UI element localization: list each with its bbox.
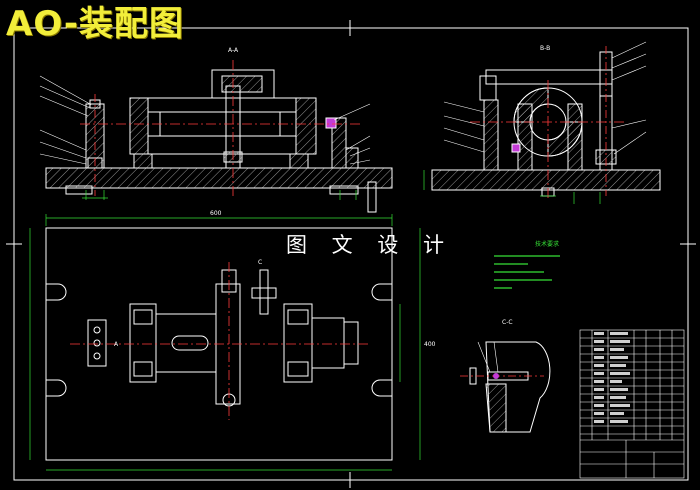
parts-list bbox=[579, 329, 685, 479]
section-b-label: B-B bbox=[540, 45, 550, 52]
view-c-label: C bbox=[258, 259, 262, 266]
technical-notes: 技术要求 bbox=[494, 240, 560, 289]
detail-view-c: C-C bbox=[460, 319, 551, 433]
drawing-title: AO-装配图 bbox=[6, 4, 184, 44]
overall-width-dimension: 600 bbox=[210, 210, 222, 217]
parts-list-entries bbox=[594, 332, 630, 423]
watermark-text: 图 文 设 计 bbox=[286, 233, 454, 257]
plan-view: 600 400 C A bbox=[29, 210, 436, 471]
section-c-label: C-C bbox=[502, 319, 513, 326]
section-view-b: B-B bbox=[423, 41, 661, 204]
section-a-label: A-A bbox=[228, 47, 239, 54]
frame-center-marks bbox=[6, 20, 696, 488]
section-view-a: A-A bbox=[39, 47, 393, 213]
section-mark-a: A bbox=[114, 341, 119, 348]
height-dimension: 400 bbox=[424, 341, 436, 348]
drawing-frame bbox=[13, 27, 689, 481]
notes-title: 技术要求 bbox=[535, 240, 559, 248]
